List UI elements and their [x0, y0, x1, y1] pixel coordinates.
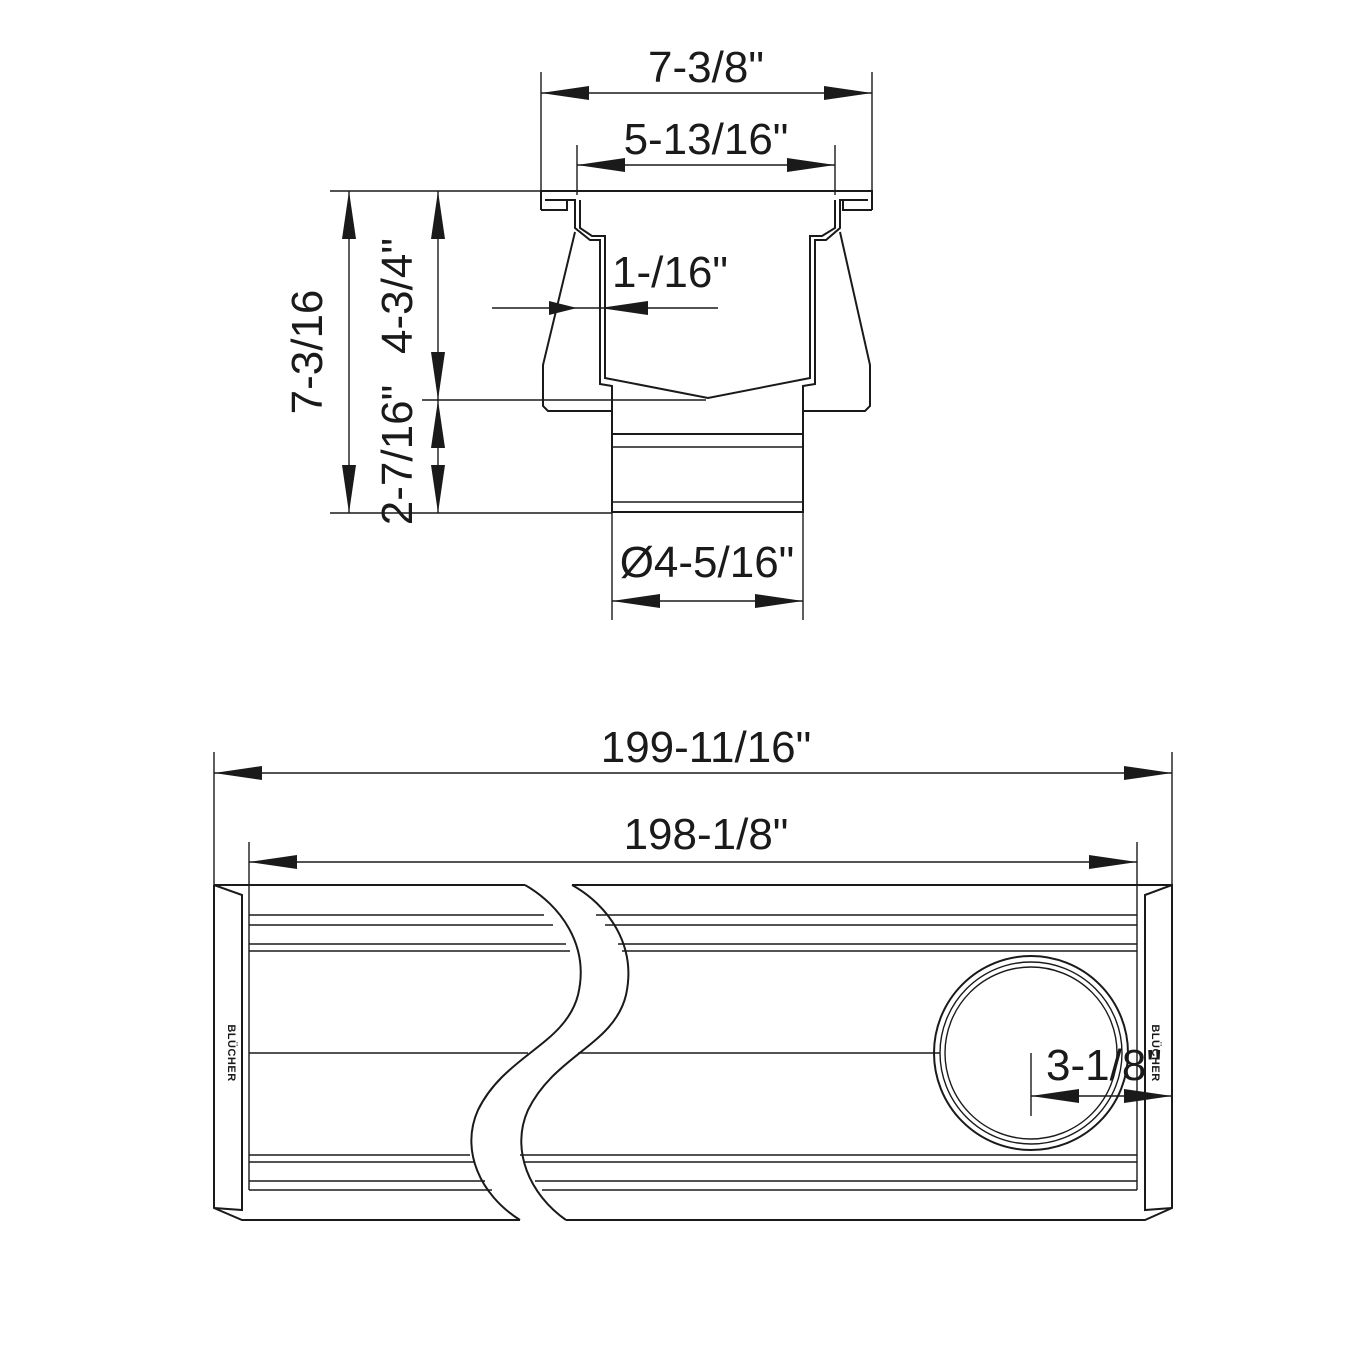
left-end-cap-inner — [213, 884, 243, 1212]
arrowhead — [755, 594, 803, 608]
arrowhead — [600, 301, 648, 315]
dim-flange-width: 7-3/8" — [648, 43, 764, 92]
dim-channel-width: 5-13/16" — [624, 115, 789, 164]
dim-total-height: 7-3/16 — [283, 290, 332, 415]
break-line-left — [470, 884, 582, 1221]
arrowhead — [249, 855, 297, 869]
left-flange-lip — [541, 199, 568, 211]
brand-label-right: BLÜCHER — [1149, 1024, 1162, 1081]
arrowhead — [824, 86, 872, 100]
outlet-circle-inner — [939, 961, 1123, 1145]
channel-inner-wall — [579, 200, 836, 400]
dim-outlet-height: 2-7/16" — [373, 385, 422, 525]
right-housing — [803, 231, 871, 412]
arrowhead — [577, 158, 625, 172]
arrowhead — [431, 400, 445, 448]
arrowhead — [342, 191, 356, 239]
arrowhead — [431, 191, 445, 239]
arrowhead — [1124, 1089, 1172, 1103]
dim-outlet-diameter: Ø4-5/16" — [620, 538, 795, 587]
arrowhead — [549, 301, 577, 315]
dim-outlet-offset: 3-1/8" — [1046, 1041, 1162, 1090]
arrowhead — [431, 352, 445, 400]
arrowhead — [431, 465, 445, 513]
dim-wall-offset: 1-/16" — [612, 248, 728, 297]
right-end-cap-inner — [1144, 884, 1173, 1212]
plan-view: 199-11/16" 198-1/8" — [213, 723, 1173, 1221]
arrowhead — [541, 86, 589, 100]
drain-cross-section — [540, 190, 873, 513]
arrowhead — [342, 465, 356, 513]
section-view: 7-3/8" 5-13/16" 1-/16" — [283, 43, 873, 620]
arrowhead — [787, 158, 835, 172]
break-line-right — [520, 884, 630, 1221]
dim-body-height: 4-3/4" — [373, 238, 422, 354]
arrowhead — [612, 594, 660, 608]
dim-channel-length: 198-1/8" — [624, 810, 789, 859]
arrowhead — [214, 766, 262, 780]
channel-body: BLÜCHER BLÜCHER — [213, 884, 1173, 1221]
dim-overall-length: 199-11/16" — [601, 723, 812, 772]
arrowhead — [1124, 766, 1172, 780]
right-flange-lip — [842, 199, 872, 211]
left-housing — [542, 231, 612, 412]
brand-label-left: BLÜCHER — [225, 1024, 238, 1081]
outlet-circle-outer — [933, 955, 1129, 1151]
arrowhead — [1089, 855, 1137, 869]
left-end-cap — [213, 885, 520, 1221]
outlet-circle-core — [944, 966, 1118, 1140]
arrowhead — [1031, 1089, 1079, 1103]
channel-outer-wall — [567, 199, 843, 513]
flange-outline — [540, 190, 873, 210]
